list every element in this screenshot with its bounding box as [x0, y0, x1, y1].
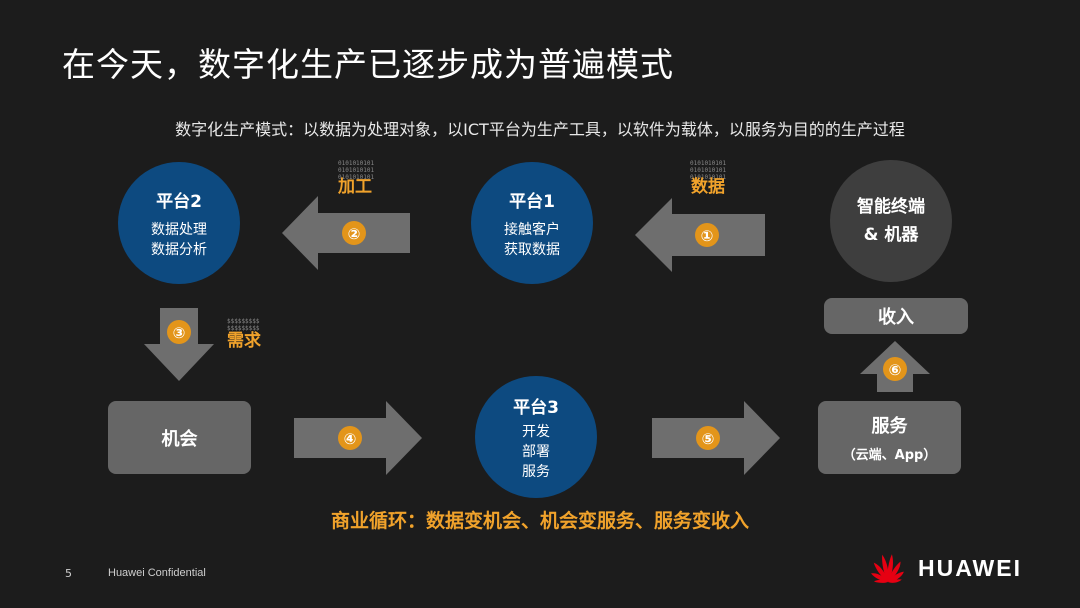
- platform1-name: 平台1: [509, 191, 555, 212]
- step-label-2: ②: [348, 225, 361, 243]
- step-badge-6: [883, 357, 907, 381]
- tag-data: 数据: [691, 177, 725, 197]
- tag-process: 加工: [338, 177, 372, 197]
- step-label-4: ④: [344, 430, 357, 448]
- step-label-3: ③: [173, 324, 186, 342]
- step-badge-3: [167, 320, 191, 344]
- service-label: 服务: [871, 416, 908, 437]
- step-badge-1: [695, 223, 719, 247]
- platform3-line1: 开发: [522, 423, 550, 440]
- tag-demand: 需求: [227, 331, 261, 351]
- step-badge-2: [342, 221, 366, 245]
- brand-name: HUAWEI: [918, 554, 1022, 581]
- platform1-line2: 获取数据: [504, 241, 560, 258]
- terminal-node: 智能终端 & 机器: [830, 160, 952, 282]
- huawei-logo-icon: [871, 554, 904, 583]
- opportunity-box: 机会: [108, 401, 251, 474]
- platform3-node: 平台3 开发 部署 服务: [475, 376, 597, 498]
- platform2-name: 平台2: [156, 191, 202, 212]
- platform2-line2: 数据分析: [151, 241, 207, 258]
- page-title: 在今天，数字化生产已逐步成为普遍模式: [62, 45, 674, 84]
- commerce-cycle: 商业循环：数据变机会、机会变服务、服务变收入: [330, 510, 749, 532]
- step-badge-4: [338, 426, 362, 450]
- arrow-3: [144, 308, 214, 381]
- terminal-line1: 智能终端: [857, 197, 925, 217]
- step-label-1: ①: [701, 227, 714, 245]
- brand: HUAWEI: [866, 552, 1022, 584]
- platform3-line3: 服务: [522, 463, 550, 480]
- binary-bits-data: 0101010101 0101010101 0101010101: [690, 160, 727, 181]
- binary-bits-process: 0101010101 0101010101 0101010101: [338, 160, 375, 181]
- platform1-line1: 接触客户: [504, 221, 560, 238]
- platform3-line2: 部署: [522, 443, 550, 460]
- service-box: 服务 （云端、App）: [818, 401, 961, 474]
- step-label-5: ⑤: [702, 430, 715, 448]
- service-sub: （云端、App）: [842, 448, 937, 463]
- step-label-6: ⑥: [889, 361, 902, 379]
- platform1-node: 平台1 接触客户 获取数据: [471, 162, 593, 284]
- income-label: 收入: [878, 307, 914, 328]
- income-box: 收入: [824, 298, 968, 334]
- confidential-label: Huawei Confidential: [108, 567, 206, 579]
- step-badge-5: [696, 426, 720, 450]
- opportunity-label: 机会: [161, 428, 198, 450]
- subtitle: 数字化生产模式：以数据为处理对象，以ICT平台为生产工具，以软件为载体，以服务为…: [175, 120, 905, 139]
- page-number: 5: [65, 567, 72, 580]
- platform2-line1: 数据处理: [151, 221, 207, 238]
- terminal-line2: & 机器: [863, 225, 919, 245]
- dollar-bits: $$$$$$$$$ $$$$$$$$$: [227, 318, 260, 332]
- platform2-node: 平台2 数据处理 数据分析: [118, 162, 240, 284]
- platform3-name: 平台3: [513, 397, 559, 418]
